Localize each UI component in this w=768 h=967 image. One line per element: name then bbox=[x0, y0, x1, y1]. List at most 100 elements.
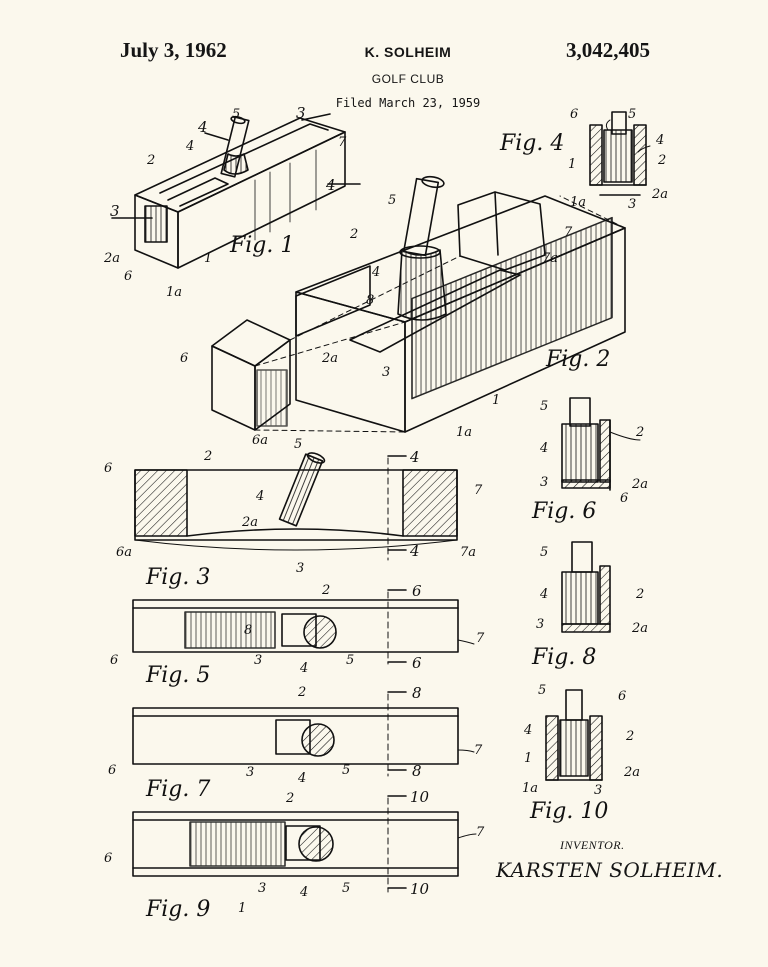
ref-1a-fig10: 1a bbox=[522, 781, 538, 796]
ref-3-fig9: 3 bbox=[258, 881, 266, 896]
filed-date: Filed March 23, 1959 bbox=[335, 96, 481, 110]
patent-number: 3,042,405 bbox=[566, 38, 650, 62]
ref-4-fig3: 4 bbox=[255, 489, 264, 504]
section-8b-fig7: 8 bbox=[412, 762, 422, 780]
ref-4-fig2: 4 bbox=[371, 265, 380, 280]
ref-2-fig6: 2 bbox=[635, 425, 644, 440]
figure-4-drawing bbox=[589, 111, 647, 196]
ref-3-fig3: 3 bbox=[296, 561, 304, 576]
ref-7-fig5: 7 bbox=[476, 631, 485, 646]
ref-5-fig10: 5 bbox=[538, 683, 546, 698]
ref-4-fig7: 4 bbox=[297, 771, 306, 786]
section-8a-fig7: 8 bbox=[412, 684, 422, 702]
ref-1a-fig4: 1a bbox=[570, 195, 586, 210]
figure-2-label: Fig. 2 bbox=[545, 347, 610, 372]
ref-5-fig6: 5 bbox=[540, 399, 548, 414]
figure-8-label: Fig. 8 bbox=[531, 645, 596, 670]
ref-4-fig4: 4 bbox=[655, 133, 664, 148]
ref-5-fig9: 5 bbox=[342, 881, 350, 896]
ref-4-fig8: 4 bbox=[539, 587, 548, 602]
ref-1-fig1: 1 bbox=[204, 251, 212, 266]
figure-5-label: Fig. 5 bbox=[145, 663, 210, 688]
ref-2-fig1: 2 bbox=[146, 153, 155, 168]
ref-5-fig3: 5 bbox=[294, 437, 302, 452]
ref-4-fig5: 4 bbox=[299, 661, 308, 676]
ref-7a-fig3: 7a bbox=[460, 545, 476, 560]
figure-4-label: Fig. 4 bbox=[499, 131, 564, 156]
ref-8-fig5: 8 bbox=[244, 623, 252, 638]
ref-4-fig9: 4 bbox=[299, 885, 308, 900]
ref-2a-fig4: 2a bbox=[651, 187, 668, 202]
figure-5-drawing bbox=[132, 589, 459, 665]
ref-4-fig1: 4 bbox=[185, 139, 194, 154]
figure-7-label: Fig. 7 bbox=[145, 777, 210, 802]
ref-5-fig1: 5 bbox=[232, 107, 240, 122]
ref-6-fig5: 6 bbox=[110, 653, 118, 668]
inventor-name: K. SOLHEIM bbox=[364, 44, 452, 60]
figure-3-label: Fig. 3 bbox=[145, 565, 210, 590]
ref-2-fig4: 2 bbox=[657, 153, 666, 168]
ref-5-fig7: 5 bbox=[342, 763, 350, 778]
section-4b-fig3: 4 bbox=[409, 542, 420, 560]
patent-date: July 3, 1962 bbox=[120, 38, 227, 62]
ref-1a-fig2: 1a bbox=[456, 425, 472, 440]
inventor-signature: KARSTEN SOLHEIM. bbox=[496, 858, 724, 882]
ref-6-fig3: 6 bbox=[104, 461, 112, 476]
ref-3-fig2: 3 bbox=[382, 365, 390, 380]
ref-6-fig6: 6 bbox=[620, 491, 628, 506]
ref-2a-fig3: 2a bbox=[241, 515, 258, 530]
ref-1a-fig1: 1a bbox=[166, 285, 182, 300]
ref-2-fig10: 2 bbox=[625, 729, 634, 744]
ref-2-fig5: 2 bbox=[321, 583, 330, 598]
ref-6-fig7: 6 bbox=[108, 763, 116, 778]
section-10a-fig9: 10 bbox=[410, 788, 430, 806]
section-4a-fig3: 4 bbox=[409, 448, 420, 466]
ref-1-fig10: 1 bbox=[524, 751, 532, 766]
figure-9-label: Fig. 9 bbox=[145, 897, 210, 922]
section-6b-fig5: 6 bbox=[412, 654, 422, 672]
ref-1-fig9: 1 bbox=[238, 901, 246, 916]
ref-2a-fig8: 2a bbox=[631, 621, 648, 636]
ref-3-fig8: 3 bbox=[536, 617, 544, 632]
ref-2-fig7: 2 bbox=[297, 685, 306, 700]
section-3b-fig1: 3 bbox=[296, 104, 306, 122]
figure-9-drawing bbox=[132, 795, 459, 893]
section-4b-fig1: 4 bbox=[325, 176, 336, 194]
figure-10-drawing bbox=[545, 689, 603, 781]
ref-2-fig3: 2 bbox=[203, 449, 212, 464]
figure-1-label: Fig. 1 bbox=[229, 233, 294, 258]
inventor-label: INVENTOR. bbox=[560, 838, 625, 852]
ref-5-fig4: 5 bbox=[628, 107, 636, 122]
ref-2a-fig1: 2a bbox=[103, 251, 120, 266]
ref-7-fig1: 7 bbox=[338, 135, 347, 150]
ref-6-fig4: 6 bbox=[570, 107, 578, 122]
ref-6-fig2: 6 bbox=[180, 351, 188, 366]
ref-6-fig9: 6 bbox=[104, 851, 112, 866]
figure-10-label: Fig. 10 bbox=[529, 799, 608, 824]
patent-title: GOLF CLUB bbox=[371, 72, 445, 86]
section-3-fig1: 3 bbox=[110, 202, 120, 220]
ref-2-fig8: 2 bbox=[635, 587, 644, 602]
ref-6a-fig3: 6a bbox=[116, 545, 132, 560]
ref-7-fig7: 7 bbox=[474, 743, 483, 758]
ref-2a-fig10: 2a bbox=[623, 765, 640, 780]
ref-3-fig4: 3 bbox=[628, 197, 636, 212]
ref-7-fig2: 7 bbox=[564, 225, 573, 240]
figure-6-drawing bbox=[561, 397, 611, 491]
section-6a-fig5: 6 bbox=[412, 582, 422, 600]
figure-3-drawing bbox=[134, 452, 458, 561]
ref-2a-fig2: 2a bbox=[321, 351, 338, 366]
ref-4-fig6: 4 bbox=[539, 441, 548, 456]
ref-6-fig1: 6 bbox=[124, 269, 132, 284]
section-4-fig1: 4 bbox=[197, 118, 208, 136]
ref-7-fig9: 7 bbox=[476, 825, 485, 840]
ref-5-fig5: 5 bbox=[346, 653, 354, 668]
ref-3-fig5: 3 bbox=[254, 653, 262, 668]
ref-3-fig6: 3 bbox=[540, 475, 548, 490]
ref-7a-fig2: 7a bbox=[542, 251, 558, 266]
section-10b-fig9: 10 bbox=[410, 880, 430, 898]
figure-8-drawing bbox=[561, 541, 611, 633]
ref-6a-fig2: 6a bbox=[252, 433, 268, 448]
